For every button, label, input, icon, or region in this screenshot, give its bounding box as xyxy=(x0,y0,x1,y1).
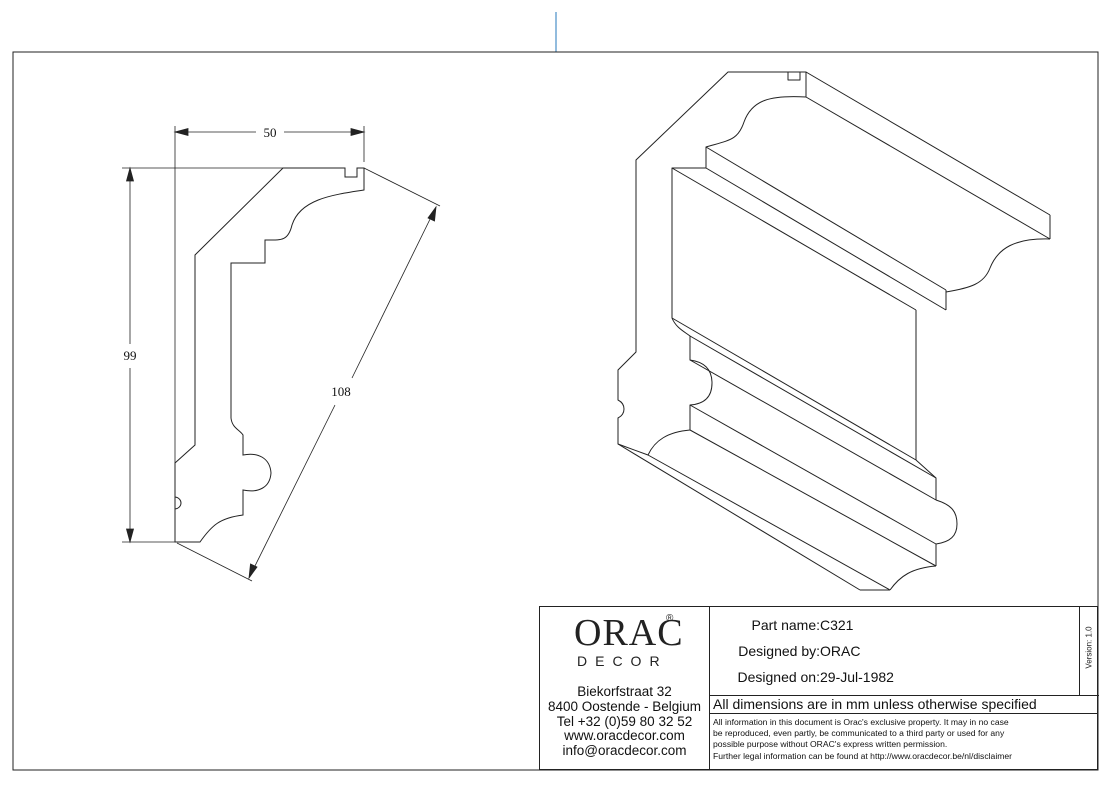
legal-line: possible purpose without ORAC's express … xyxy=(713,739,948,750)
company-panel: ORAC ® DECOR Biekorfstraat 32 8400 Ooste… xyxy=(540,607,710,769)
dimension-height-label: 99 xyxy=(124,348,137,363)
divider xyxy=(709,713,1098,714)
sheet-border xyxy=(12,51,1099,771)
legal-line: Further legal information can be found a… xyxy=(713,750,1013,761)
part-name-row: Part name: C321 xyxy=(709,617,1079,635)
registered-mark: ® xyxy=(666,613,674,624)
dimension-width-label: 50 xyxy=(264,125,277,140)
version-cell: Version: 1.0 xyxy=(1079,607,1099,696)
profile-outline xyxy=(174,167,365,543)
dimension-height xyxy=(122,166,290,544)
designed-on-label: Designed on: xyxy=(737,669,820,685)
profile-notch xyxy=(174,496,182,510)
address-city: 8400 Oostende - Belgium xyxy=(547,698,702,714)
designed-by-row: Designed by: ORAC xyxy=(709,643,1079,661)
address-email: info@oracdecor.com xyxy=(562,743,687,759)
part-name-value: C321 xyxy=(820,617,854,633)
part-name-label: Part name: xyxy=(751,617,820,633)
part-info: Part name: C321 Designed by: ORAC Design… xyxy=(709,607,1079,696)
isometric-view xyxy=(617,71,1051,591)
address-website: www.oracdecor.com xyxy=(564,728,685,744)
legal-line: be reproduced, even partly, be communica… xyxy=(713,728,1005,739)
address-street: Biekorfstraat 32 xyxy=(577,684,672,699)
dimension-diagonal-label: 108 xyxy=(331,384,351,399)
title-block: ORAC ® DECOR Biekorfstraat 32 8400 Ooste… xyxy=(539,606,1099,770)
dimensions-note: All dimensions are in mm unless otherwis… xyxy=(713,696,1037,712)
dimension-diagonal xyxy=(176,167,441,582)
designed-by-value: ORAC xyxy=(820,643,861,659)
version-label: Version: 1.0 xyxy=(1084,626,1094,669)
legal-line: All information in this document is Orac… xyxy=(713,717,1009,727)
designed-by-label: Designed by: xyxy=(738,643,820,659)
iso-front-face xyxy=(617,71,807,456)
designed-on-value: 29-Jul-1982 xyxy=(820,669,894,685)
company-address: Biekorfstraat 32 8400 Oostende - Belgium… xyxy=(540,684,709,759)
profile-section xyxy=(174,167,365,543)
dimension-width xyxy=(173,126,366,542)
company-logo: ORAC xyxy=(574,612,684,654)
legal-notice: All information in this document is Orac… xyxy=(713,717,1093,762)
designed-on-row: Designed on: 29-Jul-1982 xyxy=(709,669,1079,687)
logo-subtitle: DECOR xyxy=(577,653,668,669)
address-phone: Tel +32 (0)59 80 32 52 xyxy=(556,713,693,729)
